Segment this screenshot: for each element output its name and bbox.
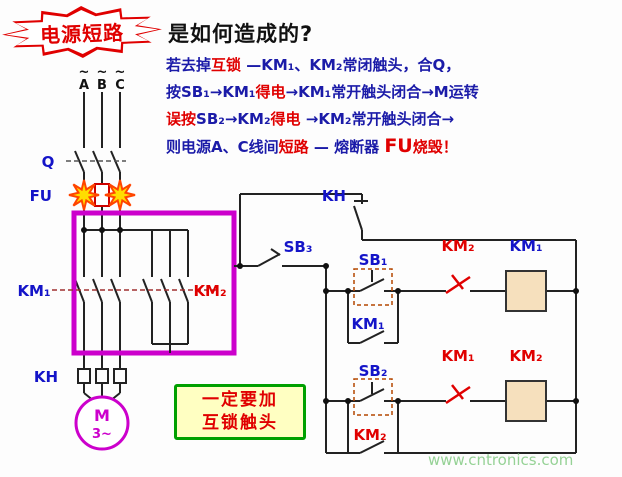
text-segment: 互锁 — [211, 56, 242, 74]
watermark-text: www.cntronics.com — [428, 451, 574, 469]
label-km2-coil: KM₂ — [509, 347, 542, 365]
explanation-line-3: 误按SB₂→KM₂得电 →KM₂常开触头闭合→ — [166, 106, 620, 133]
label-kh-contact: KH — [322, 187, 346, 205]
junction-dots — [81, 227, 579, 404]
motor-symbol: M 3~ — [74, 395, 130, 451]
text-segment: FU — [384, 135, 413, 157]
phase-label-c: C — [115, 78, 125, 93]
tilde-a: ~ — [79, 65, 90, 80]
thermal-overload-kh — [77, 368, 127, 384]
label-km2-nc: KM₂ — [441, 237, 474, 255]
label-sb3: SB₃ — [284, 238, 313, 256]
text-segment: 按SB₁→KM₁ — [166, 83, 256, 101]
label-sb2: SB₂ — [359, 362, 388, 380]
sb2-button-box — [353, 378, 393, 416]
motor-letter: M — [94, 406, 110, 425]
explosion-icon-right — [104, 179, 136, 211]
label-km1-nc: KM₁ — [441, 347, 474, 365]
explanation-line-2: 按SB₁→KM₁得电→KM₁常开触头闭合→M运转 — [166, 79, 620, 106]
label-km1-main: KM₁ — [17, 282, 50, 300]
text-segment: 烧毁！ — [412, 138, 458, 156]
km1-coil — [505, 270, 547, 312]
short-circuit-explosion-icons — [68, 179, 136, 211]
km1-nc-interlock-contact — [445, 384, 471, 405]
label-km1-coil: KM₁ — [509, 237, 542, 255]
text-segment: — 熔断器 — [308, 138, 385, 156]
text-segment: 误按 — [166, 110, 197, 128]
km2-nc-interlock-contact — [445, 274, 471, 295]
sb-button-dashed-boxes — [353, 268, 393, 416]
interlock-note-box: 一定要加 互锁触头 — [174, 384, 306, 440]
page-title: 是如何造成的? — [168, 22, 314, 46]
control-wiring — [234, 193, 577, 454]
motor-phase-label: 3~ — [92, 427, 112, 442]
label-km2-aux: KM₂ — [353, 426, 386, 444]
tilde-b: ~ — [97, 65, 108, 80]
title-burst-text: 电源短路 — [39, 20, 125, 47]
note-line-2: 互锁触头 — [202, 413, 278, 433]
label-km2-main: KM₂ — [193, 282, 226, 300]
contactor-coils — [505, 270, 547, 422]
label-kh-heater: KH — [34, 368, 58, 386]
text-segment: 则电源A、C线间 — [166, 138, 279, 156]
label-q: Q — [42, 153, 55, 171]
text-segment: SB₂→KM₂ — [196, 110, 271, 128]
text-segment: 得电 — [270, 110, 301, 128]
km2-coil — [505, 380, 547, 422]
text-segment: →KM₂常开触头闭合→ — [300, 110, 455, 128]
km2-main-contacts — [84, 229, 189, 353]
explanation-line-1: 若去掉互锁 —KM₁、KM₂常闭触头，合Q， — [166, 52, 620, 79]
interlock-nc-contacts — [445, 274, 471, 405]
text-segment: 得电 — [255, 83, 286, 101]
text-segment: —KM₁、KM₂常闭触头，合Q， — [241, 56, 461, 74]
title-burst: 电源短路 — [1, 3, 163, 61]
power-labels: ~ ~ ~ A B C Q FU KM₁ KM₂ KH — [17, 65, 226, 386]
control-labels: KH SB₃ SB₁ KM₁ KM₂ KM₁ SB₂ KM₁ KM₂ KM₂ — [284, 187, 543, 444]
phase-label-b: B — [97, 78, 107, 93]
label-km1-aux: KM₁ — [351, 315, 384, 333]
text-segment: 若去掉 — [166, 56, 212, 74]
tilde-c: ~ — [115, 65, 126, 80]
explanation-block: 若去掉互锁 —KM₁、KM₂常闭触头，合Q， 按SB₁→KM₁得电→KM₁常开触… — [166, 52, 620, 160]
explosion-icon-left — [68, 179, 100, 211]
phase-label-a: A — [79, 78, 89, 93]
interlock-highlight-box — [71, 210, 237, 356]
label-fu: FU — [30, 187, 52, 205]
text-segment: 短路 — [278, 138, 309, 156]
sb1-button-box — [353, 268, 393, 306]
explanation-line-4: 则电源A、C线间短路 — 熔断器 FU烧毁！ — [166, 133, 620, 160]
label-sb1: SB₁ — [359, 251, 388, 269]
note-line-1: 一定要加 — [202, 390, 278, 410]
text-segment: →KM₁常开触头闭合→M运转 — [285, 83, 479, 101]
